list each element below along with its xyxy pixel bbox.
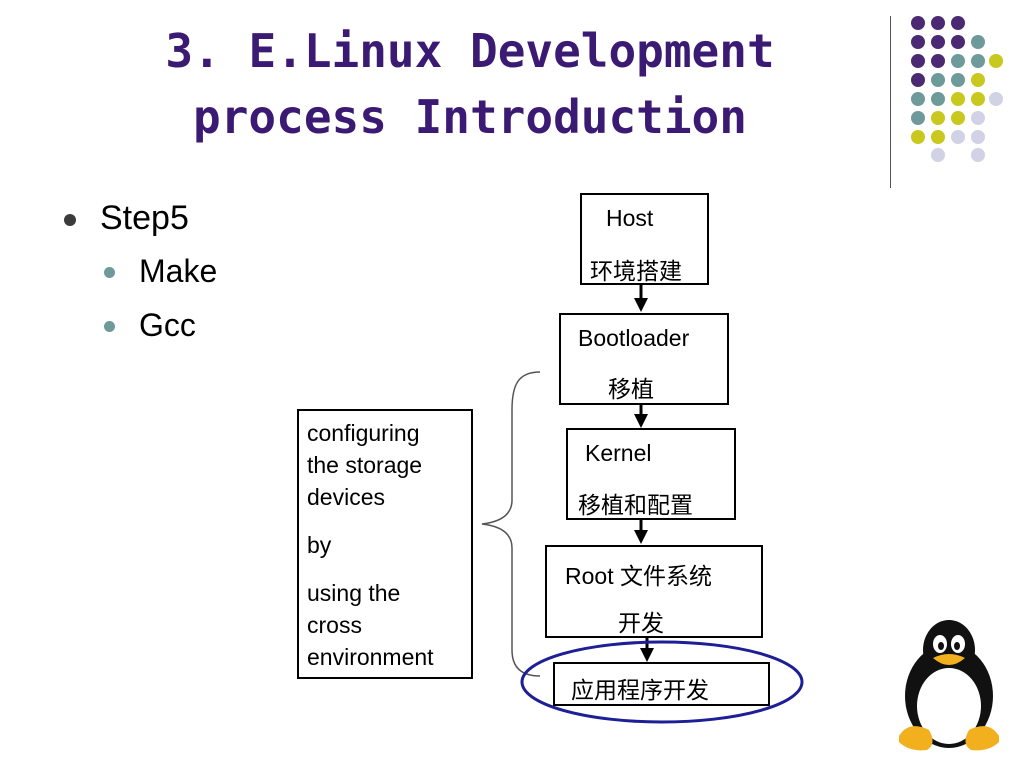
tux-penguin-icon — [899, 620, 999, 751]
side-note-line: configuring — [307, 420, 420, 446]
decorative-dot — [971, 130, 985, 144]
bootloader-zh-label: 移植 — [608, 377, 654, 403]
curly-brace — [481, 371, 541, 677]
bullet-dot-main — [64, 214, 76, 226]
flow-arrows — [634, 284, 654, 662]
decorative-dot — [931, 16, 945, 30]
decorative-dot — [911, 130, 925, 144]
kernel-label: Kernel — [585, 440, 652, 466]
decorative-dot — [971, 73, 985, 87]
rootfs-zh-label: 文件系统 — [619, 564, 712, 590]
dot-grid-decoration — [0, 0, 1024, 200]
decorative-dot — [971, 92, 985, 106]
flow-box-kernel: Kernel 移植和配置 — [566, 428, 736, 520]
decorative-dot — [931, 130, 945, 144]
decorative-dot — [931, 92, 945, 106]
decorative-dot — [971, 35, 985, 49]
decorative-dot — [971, 148, 985, 162]
side-note-box: configuring the storage devices by using… — [297, 409, 473, 679]
decorative-dot — [989, 92, 1003, 106]
decorative-dot — [971, 54, 985, 68]
decorative-dot — [931, 54, 945, 68]
kernel-zh-label: 移植和配置 — [578, 493, 693, 519]
side-note-line: the storage — [307, 452, 423, 478]
rootfs-zh-label-2: 开发 — [618, 611, 664, 637]
decorative-dot — [911, 16, 925, 30]
decorative-dot — [911, 35, 925, 49]
decorative-dot — [931, 111, 945, 125]
side-note-line: devices — [307, 484, 385, 510]
highlight-ellipse — [520, 640, 804, 724]
decorative-dot — [951, 35, 965, 49]
decorative-dot — [931, 73, 945, 87]
host-label: Host — [606, 205, 654, 231]
bullet-gcc: Gcc — [139, 307, 196, 343]
decorative-dot — [911, 54, 925, 68]
decorative-dot — [971, 111, 985, 125]
side-note-line: cross — [307, 612, 362, 638]
decorative-dot — [911, 111, 925, 125]
host-zh-label: 环境搭建 — [590, 259, 682, 285]
decorative-dot — [911, 73, 925, 87]
decorative-dot — [931, 35, 945, 49]
side-note-line: by — [307, 532, 332, 558]
decorative-dot — [951, 73, 965, 87]
side-note-line: environment — [307, 644, 434, 670]
decorative-dot — [951, 111, 965, 125]
decorative-dot — [951, 130, 965, 144]
bullet-dot-make — [104, 267, 115, 278]
rootfs-label: Root 文件系统 — [565, 557, 712, 591]
flow-box-rootfs: Root 文件系统 开发 — [545, 545, 763, 638]
bootloader-label: Bootloader — [578, 325, 690, 351]
decorative-dot — [931, 148, 945, 162]
side-note-line: using the — [307, 580, 401, 606]
bullet-dot-gcc — [104, 321, 115, 332]
decorative-dot — [911, 92, 925, 106]
flow-box-app: 应用程序开发 — [553, 662, 770, 706]
bullet-step5: Step5 — [100, 199, 189, 237]
flow-box-host: Host 环境搭建 — [580, 193, 709, 285]
rootfs-en-label: Root — [565, 563, 614, 589]
title-divider — [890, 16, 891, 188]
app-zh-label: 应用程序开发 — [571, 678, 709, 704]
decorative-dot — [951, 54, 965, 68]
decorative-dot — [951, 92, 965, 106]
bullet-make: Make — [139, 253, 218, 289]
title-line-1: 3. E.Linux Development — [165, 24, 775, 78]
slide-title: 3. E.Linux Development process Introduct… — [100, 18, 840, 150]
title-line-2: process Introduction — [193, 90, 747, 144]
decorative-dot — [989, 54, 1003, 68]
decorative-dot — [951, 16, 965, 30]
flow-box-bootloader: Bootloader 移植 — [559, 313, 729, 405]
